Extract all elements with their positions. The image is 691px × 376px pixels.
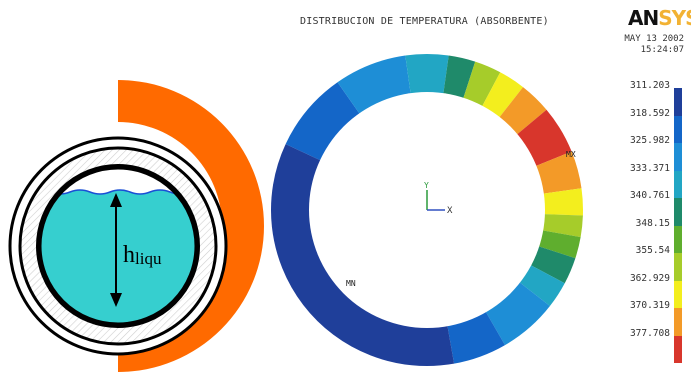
height-label: hliqu: [123, 242, 162, 268]
legend-swatch: [674, 198, 682, 226]
legend-swatch: [674, 143, 682, 171]
max-marker: MX: [566, 150, 576, 159]
legend-swatch: [674, 308, 682, 336]
legend-swatch: [674, 88, 682, 116]
legend-value: 340.761: [629, 190, 670, 201]
arrow-head-bottom: [110, 293, 122, 307]
legend-value: 362.929: [629, 272, 670, 284]
legend-value: 377.708: [629, 327, 670, 339]
legend-swatch: [674, 253, 682, 281]
date-text: MAY 13 2002: [624, 34, 684, 44]
arrow-head-top: [110, 193, 122, 207]
timestamp: MAY 13 2002 15:24:07: [614, 34, 684, 56]
legend-swatch: [674, 225, 682, 253]
legend-value: 370.319: [629, 300, 670, 311]
heater-half-ring: [118, 80, 264, 372]
legend-swatch: [674, 280, 682, 308]
plot-title: DISTRIBUCION DE TEMPERATURA (ABSORBENTE): [300, 16, 549, 27]
triad-y-label: Y: [424, 181, 429, 190]
legend-value: 333.371: [629, 162, 670, 174]
triad-x-label: X: [447, 206, 453, 216]
legend-swatch: [674, 170, 682, 198]
legend-value: 311.203: [629, 80, 670, 91]
legend-swatch: [674, 115, 682, 143]
absorber-cross-section: hliqu: [8, 80, 264, 372]
legend-value: 355.54: [635, 245, 670, 256]
ansys-logo: ANSYS: [628, 6, 691, 30]
temperature-ring-plot: Y X MX MN: [270, 54, 584, 366]
legend-value: 325.982: [629, 135, 670, 146]
legend-value: 348.15: [635, 217, 670, 229]
legend-colorbar: [674, 88, 682, 363]
time-text: 15:24:07: [640, 45, 684, 55]
legend-value: 318.592: [629, 107, 670, 119]
legend-swatch: [674, 335, 682, 363]
min-marker: MN: [346, 279, 356, 288]
